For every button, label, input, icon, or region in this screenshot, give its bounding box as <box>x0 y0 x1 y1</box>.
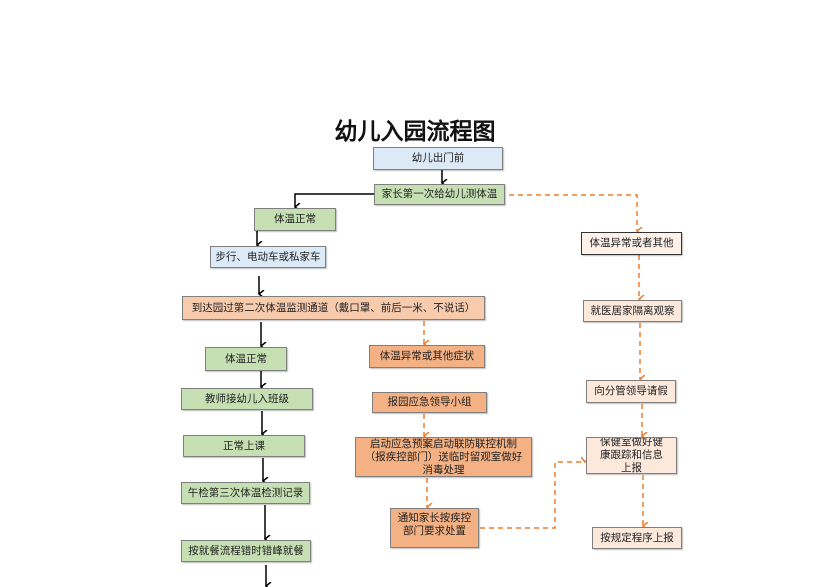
page-title: 幼儿入园流程图 <box>334 119 496 145</box>
step-right-health: 保健室做好健康跟踪和信息上报 <box>586 437 677 474</box>
step-mid-notify: 通知家长按疾控部门要求处置 <box>390 508 479 548</box>
step-before-leave: 幼儿出门前 <box>373 147 503 170</box>
step-first-check: 家长第一次给幼儿测体温 <box>374 184 505 205</box>
step-right-abnormal: 体温异常或者其他 <box>581 232 682 255</box>
dashed-arrow <box>509 194 637 231</box>
dashed-arrow <box>480 462 585 529</box>
arrow <box>295 193 374 207</box>
step-transport: 步行、电动车或私家车 <box>210 246 326 268</box>
step-second-check: 到达园过第二次体温监测通道（戴口罩、前后一米、不说话） <box>182 296 485 320</box>
step-mid-report: 报园应急领导小组 <box>372 392 487 413</box>
step-mid-emergency: 启动应急预案启动联防联控机制（报疾控部门）送临时留观室做好消毒处理 <box>355 437 532 477</box>
step-mid-abnormal: 体温异常或其他症状 <box>369 345 485 368</box>
step-normal-2: 体温正常 <box>205 347 287 371</box>
step-teacher: 教师接幼儿入班级 <box>181 388 313 410</box>
step-right-leave: 向分管领导请假 <box>586 380 676 403</box>
step-normal-1: 体温正常 <box>254 208 336 231</box>
step-right-report: 按规定程序上报 <box>592 527 682 549</box>
step-meal: 按就餐流程错时错峰就餐 <box>181 540 311 562</box>
step-class: 正常上课 <box>183 435 305 457</box>
step-right-observe: 就医居家隔离观察 <box>583 300 682 322</box>
step-third-check: 午检第三次体温检测记录 <box>181 482 310 504</box>
